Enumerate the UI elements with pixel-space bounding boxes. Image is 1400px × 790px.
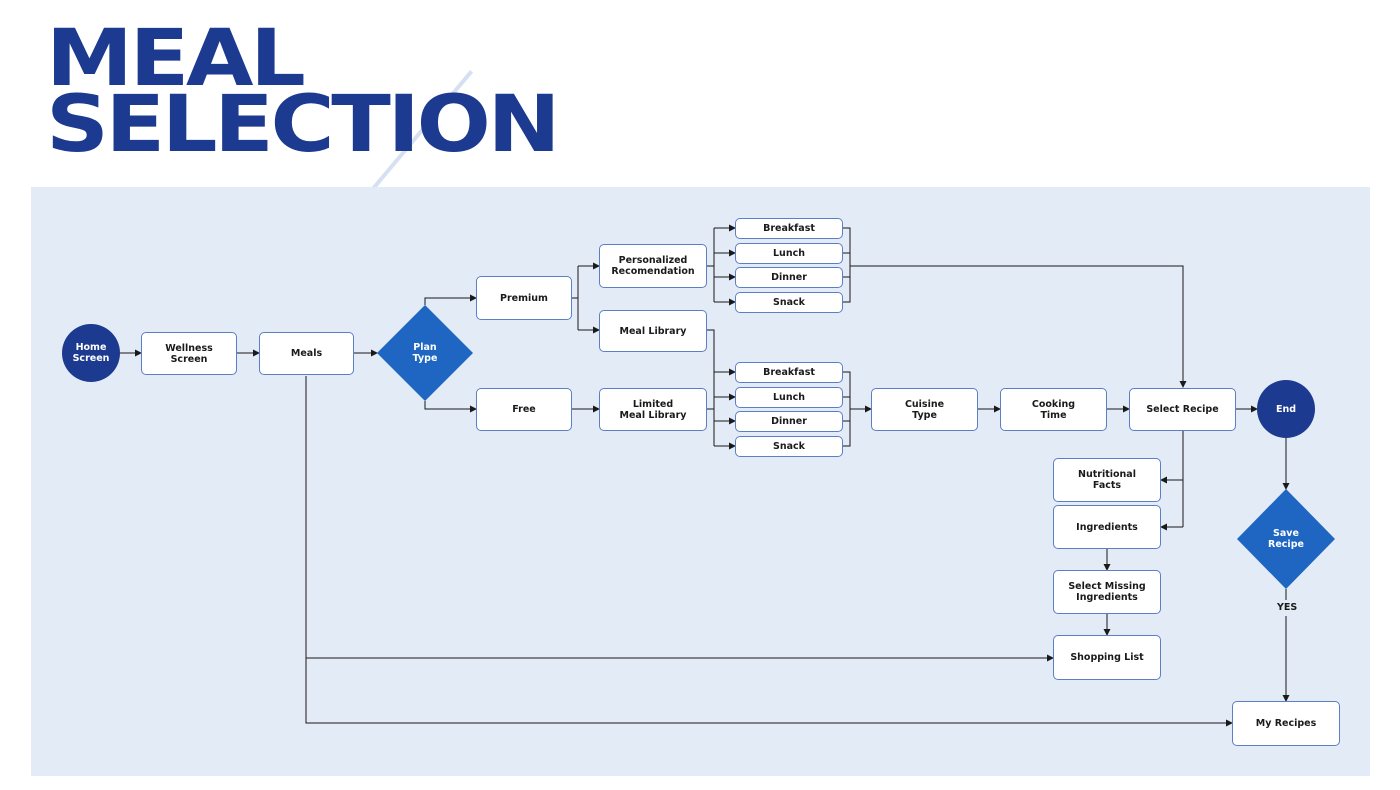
node-select-recipe: Select Recipe <box>1129 388 1236 431</box>
node-ingredients: Ingredients <box>1053 505 1161 549</box>
node-limited-dinner: Dinner <box>735 411 843 432</box>
node-wellness-screen: Wellness Screen <box>141 332 237 375</box>
decision-plan-type-label: Plan Type <box>412 342 438 364</box>
node-limited-meal-library: Limited Meal Library <box>599 388 707 431</box>
decision-save-recipe-label: Save Recipe <box>1268 528 1304 550</box>
node-limited-snack: Snack <box>735 436 843 457</box>
node-nutritional-facts: Nutritional Facts <box>1053 458 1161 502</box>
node-premium-dinner: Dinner <box>735 267 843 288</box>
title-line-1: MEAL <box>46 14 306 104</box>
node-meals: Meals <box>259 332 354 375</box>
node-home-screen: Home Screen <box>62 324 120 382</box>
node-limited-lunch: Lunch <box>735 387 843 408</box>
node-shopping-list: Shopping List <box>1053 635 1161 680</box>
edge-limited-meals-merge <box>843 371 851 447</box>
node-free: Free <box>476 388 572 431</box>
decision-save-recipe: Save Recipe <box>1237 489 1335 589</box>
edge-personalized-trunk <box>707 228 715 302</box>
node-premium-snack: Snack <box>735 292 843 313</box>
edge-plan-premium <box>424 294 477 305</box>
edge-library-trunk <box>707 329 715 446</box>
decision-plan-type: Plan Type <box>377 305 473 401</box>
node-premium: Premium <box>476 276 572 320</box>
node-select-missing-ingredients: Select Missing Ingredients <box>1053 570 1161 614</box>
node-premium-lunch: Lunch <box>735 243 843 264</box>
node-my-recipes: My Recipes <box>1232 701 1340 746</box>
title-block: MEAL SELECTION <box>0 0 620 203</box>
node-limited-breakfast: Breakfast <box>735 362 843 383</box>
node-cuisine-type: Cuisine Type <box>871 388 978 431</box>
node-premium-breakfast: Breakfast <box>735 218 843 239</box>
edge-to-select-recipe-top <box>850 265 1187 388</box>
edge-label-yes: YES <box>1277 602 1298 613</box>
node-personalized-recomendation: Personalized Recomendation <box>599 244 707 288</box>
node-meal-library: Meal Library <box>599 310 707 352</box>
node-end: End <box>1257 380 1315 438</box>
edge-plan-free <box>424 401 477 413</box>
edge-premium-meals-merge <box>843 227 851 303</box>
node-cooking-time: Cooking Time <box>1000 388 1107 431</box>
edge-meals-myrecipes <box>305 658 1233 727</box>
title-line-2: SELECTION <box>46 80 561 170</box>
